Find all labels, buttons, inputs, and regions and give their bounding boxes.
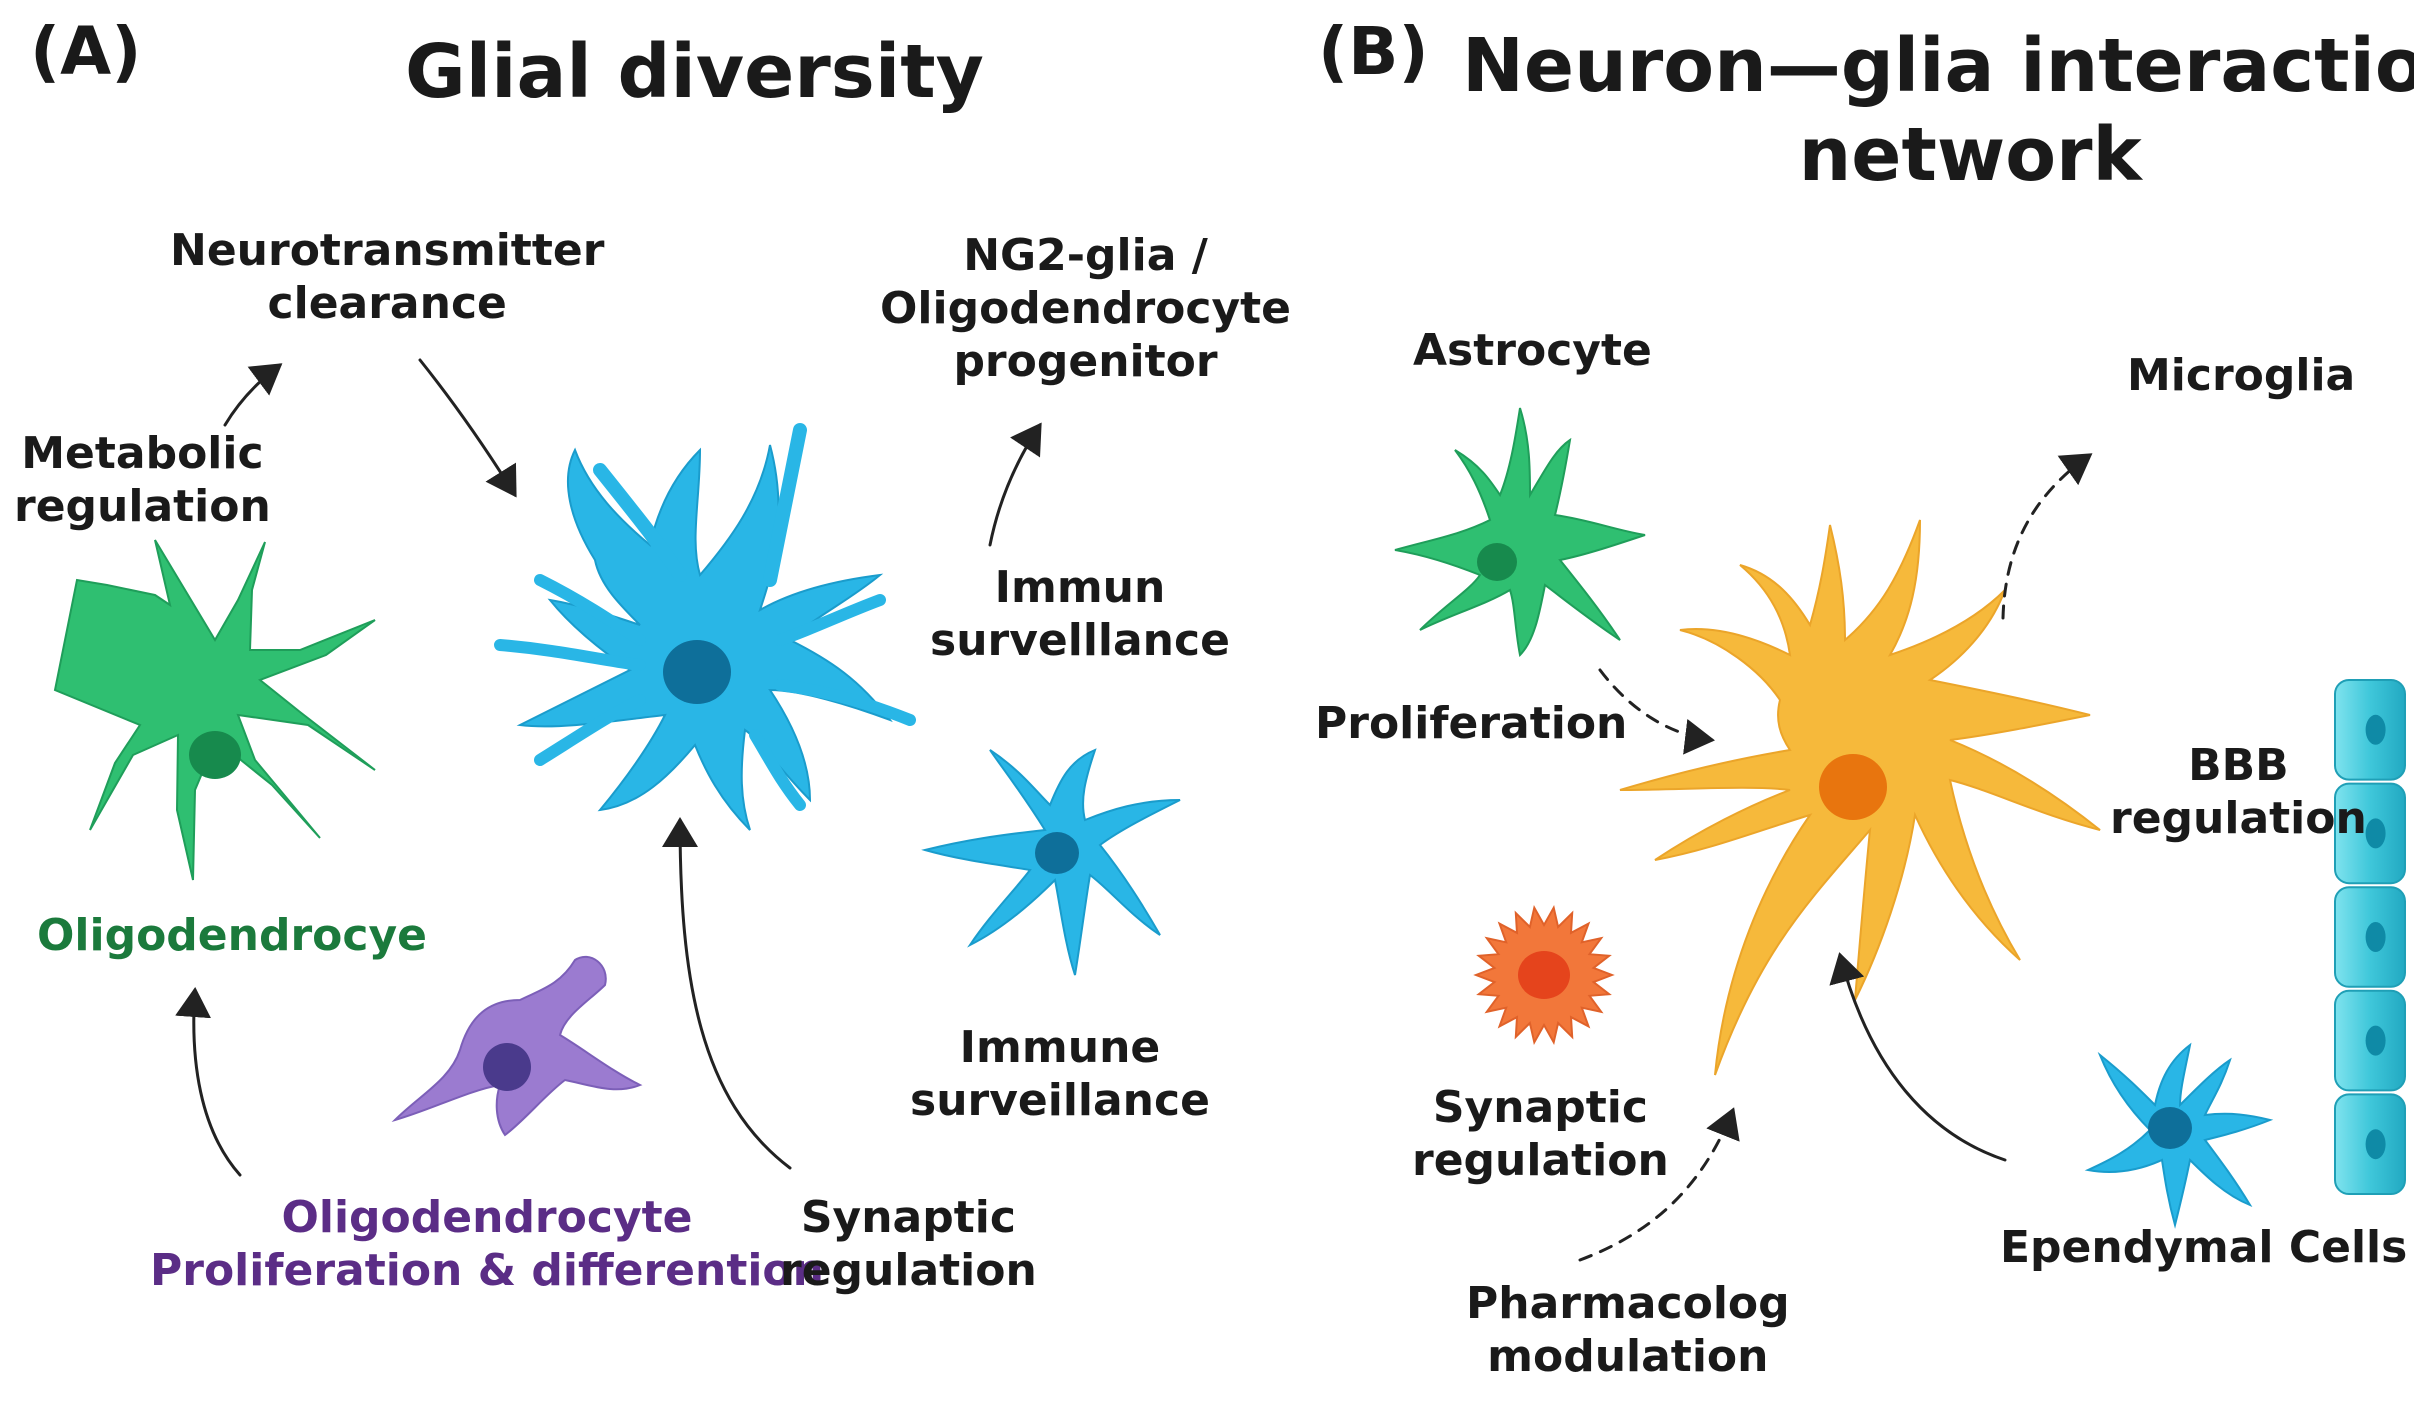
label-oligodendrocye: Oligodendrocye — [37, 910, 427, 961]
ependymal-wall-nucleus — [2365, 1025, 2386, 1056]
panel-a-title: Glial diversity — [405, 29, 984, 115]
label-neurotransmitter-clearance: Neurotransmitter clearance — [170, 225, 605, 329]
panel-b-tag: (B) — [1318, 13, 1429, 90]
astrocyte-cell-blue-large — [494, 423, 916, 831]
panel-b-title: Neuron—glia interaction network — [1462, 23, 2414, 198]
ependymal-wall — [2334, 679, 2406, 1196]
label-proliferation: Proliferation — [1315, 698, 1628, 749]
ependymal-wall-nucleus — [2365, 922, 2386, 952]
arrow-neuron-to-microglia — [2001, 453, 2093, 620]
ependymal-wall-nucleus — [2365, 1129, 2386, 1160]
microglia-cell-spiky — [1473, 904, 1615, 1046]
immune-cell-blue-small — [921, 748, 1181, 976]
ependymal-cell-blue — [2084, 1042, 2274, 1229]
label-metabolic-regulation: Metabolic regulation — [14, 428, 271, 532]
label-microglia: Microglia — [2127, 350, 2356, 401]
label-immun-survelllance: Immun survelllance — [930, 562, 1230, 666]
label-ependymal-cells: Ependymal Cells — [2000, 1222, 2408, 1273]
ependymal-wall-nucleus — [2365, 714, 2386, 745]
arrow-proliferation-to-neuron — [1598, 668, 1715, 755]
label-synaptic-regulation-b: Synaptic regulation — [1412, 1082, 1669, 1186]
label-immune-surveillance: Immune surveillance — [910, 1022, 1210, 1126]
label-synaptic-regulation-a: Synaptic regulation — [780, 1192, 1037, 1296]
ependymal-wall-nucleus — [2365, 818, 2386, 849]
arrow-synaptic-to-astrocyte — [662, 817, 792, 1170]
oligodendrocyte-cell-green — [53, 539, 376, 881]
neuron-cell-orange — [1619, 519, 2101, 1076]
label-astrocyte: Astrocyte — [1413, 325, 1652, 376]
arrow-pharmacolog-to-neuron — [1578, 1107, 1740, 1262]
arrow-ependymal-to-neuron — [1829, 952, 2007, 1162]
arrow-metabolic-to-neurotransmitter — [223, 363, 283, 427]
oligodendrocyte-cell-purple — [391, 955, 643, 1137]
panel-a-tag: (A) — [30, 13, 142, 90]
arrow-immun-to-ng2 — [988, 422, 1042, 547]
arrow-purple-to-oligodendrocye — [175, 987, 242, 1177]
astrocyte-cell-green — [1394, 407, 1646, 658]
label-pharmacolog-modulation: Pharmacolog modulation — [1466, 1278, 1790, 1382]
arrow-neurotransmitter-to-astrocyte — [418, 358, 517, 498]
label-oligodendrocyte-proliferation: Oligodendrocyte Proliferation & differen… — [150, 1192, 824, 1296]
label-bbb-regulation: BBB regulation — [2110, 740, 2367, 844]
label-ng2-glia: NG2-glia / Oligodendrocyte progenitor — [880, 230, 1292, 387]
